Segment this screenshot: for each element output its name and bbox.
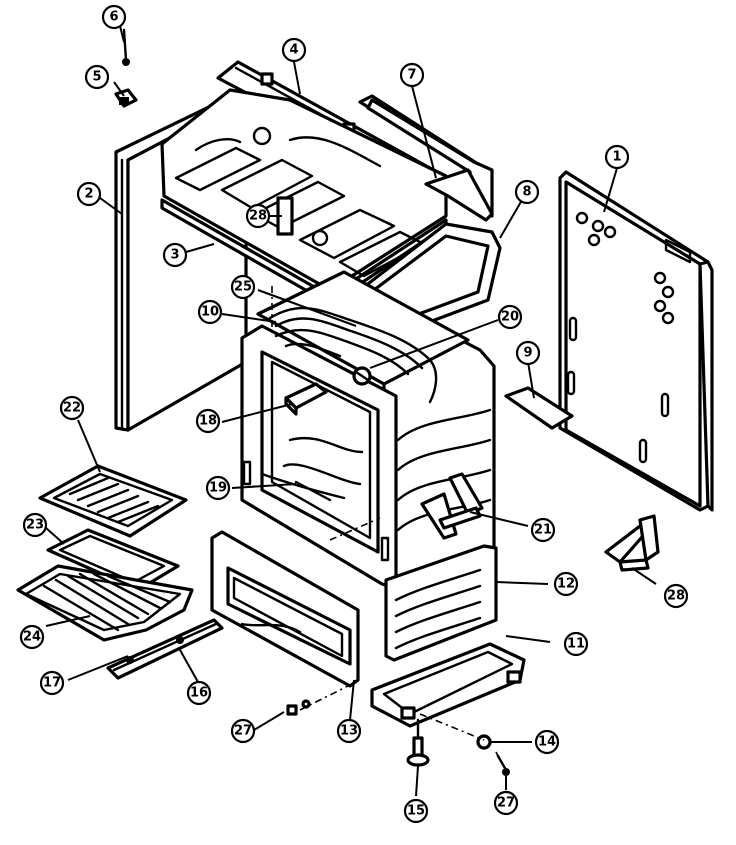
- part-back-panel: [558, 170, 714, 512]
- callout-label: 18: [199, 414, 217, 429]
- callout-label: 27: [497, 796, 515, 811]
- callout-label: 9: [523, 346, 532, 361]
- callout-label: 15: [407, 804, 425, 819]
- callout-label: 14: [538, 735, 556, 750]
- callout-label: 13: [340, 724, 358, 739]
- callout-label: 6: [109, 10, 118, 25]
- callout-22: 22: [59, 395, 85, 421]
- callout-28a: 28: [245, 203, 271, 229]
- callout-24: 24: [19, 624, 45, 650]
- part-oven-rack: [16, 564, 194, 642]
- callout-2: 2: [76, 181, 102, 207]
- callout-27a: 27: [230, 718, 256, 744]
- part-base-pan: [370, 642, 526, 728]
- part-rear-vent: [358, 94, 494, 222]
- leader-lines: [45, 25, 657, 797]
- assembly-line: [495, 751, 501, 761]
- callout-8: 8: [514, 179, 540, 205]
- callout-label: 11: [567, 637, 585, 652]
- callout-label: 3: [170, 248, 179, 263]
- callout-label: 8: [522, 185, 531, 200]
- callout-label: 12: [557, 577, 575, 592]
- callout-14: 14: [534, 729, 560, 755]
- callout-25: 25: [230, 274, 256, 300]
- callout-16: 16: [186, 680, 212, 706]
- callout-9: 9: [515, 340, 541, 366]
- callout-21: 21: [530, 517, 556, 543]
- part-drawer-side: [384, 544, 498, 662]
- callout-17: 17: [39, 670, 65, 696]
- callout-label: 27: [234, 724, 252, 739]
- part-anti-tip-bracket: [604, 514, 660, 572]
- part-broiler-grid: [38, 464, 188, 538]
- callout-label: 23: [26, 518, 44, 533]
- part-screw-lower-right: [496, 754, 510, 776]
- part-broil-holder: [284, 382, 328, 416]
- part-flat-bracket: [504, 386, 574, 430]
- part-side-bracket: [420, 472, 484, 540]
- callout-label: 17: [43, 676, 61, 691]
- assembly-line: [299, 683, 353, 711]
- callout-19: 19: [205, 475, 231, 501]
- part-screw-small: [122, 28, 130, 66]
- callout-label: 21: [534, 523, 552, 538]
- callout-label: 2: [84, 187, 93, 202]
- callout-12: 12: [553, 571, 579, 597]
- part-drawer-slide: [106, 618, 224, 680]
- callout-label: 28: [667, 589, 685, 604]
- callout-11: 11: [563, 631, 589, 657]
- callout-label: 28: [249, 209, 267, 224]
- part-bottom-panel: [260, 472, 346, 502]
- callout-23: 23: [22, 512, 48, 538]
- callout-label: 19: [209, 481, 227, 496]
- callout-13: 13: [336, 718, 362, 744]
- callout-15: 15: [403, 798, 429, 824]
- part-clip: [114, 88, 138, 108]
- callout-28b: 28: [663, 583, 689, 609]
- callout-27b: 27: [493, 790, 519, 816]
- callout-label: 25: [234, 280, 252, 295]
- callout-3: 3: [162, 242, 188, 268]
- assembly-line: [329, 517, 381, 541]
- callout-label: 5: [92, 70, 101, 85]
- callout-20: 20: [497, 304, 523, 330]
- callout-label: 20: [501, 310, 519, 325]
- part-leveling-leg: [406, 718, 430, 767]
- assembly-line: [419, 713, 485, 741]
- callout-label: 24: [23, 630, 41, 645]
- callout-label: 7: [407, 68, 416, 83]
- callout-5: 5: [84, 64, 110, 90]
- callout-4: 4: [281, 37, 307, 63]
- part-nut: [476, 734, 492, 750]
- callout-label: 10: [201, 305, 219, 320]
- callout-10: 10: [197, 299, 223, 325]
- callout-label: 16: [190, 686, 208, 701]
- callout-18: 18: [195, 408, 221, 434]
- part-sensor: [352, 366, 372, 386]
- callout-label: 1: [612, 150, 621, 165]
- callout-label: 22: [63, 401, 81, 416]
- part-drawer-front: [210, 530, 360, 688]
- callout-1: 1: [604, 144, 630, 170]
- callout-7: 7: [399, 62, 425, 88]
- callout-label: 4: [289, 43, 298, 58]
- callout-6: 6: [101, 4, 127, 30]
